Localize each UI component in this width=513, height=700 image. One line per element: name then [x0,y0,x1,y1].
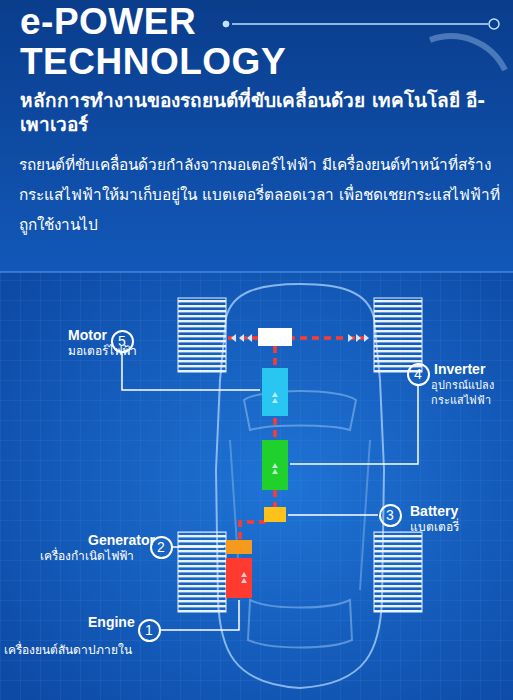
axle-arrows [231,334,369,342]
callout-circle: 2 [150,536,173,559]
header-text: รถยนต์ที่ขับเคลื่อนด้วยกำลังจากมอเตอร์ไฟ… [19,150,509,240]
part-name: Motor [68,327,107,343]
generator-block [226,540,252,554]
flow-arrows [241,392,278,583]
callout-circle: 5 [111,330,134,353]
battery-block [264,507,286,522]
callout-circle: 3 [379,504,402,527]
part-name: Engine [88,614,135,630]
engine-block [226,558,252,598]
callout-number: 1 [145,623,153,637]
part-name: Inverter [434,361,485,377]
header-band [0,0,513,272]
part-name-thai: แบตเตอรี่ [410,520,459,534]
callout-number: 3 [386,508,394,522]
title: e-POWER TECHNOLOGY [20,2,320,82]
part-name: Battery [410,503,458,519]
part-name-thai: เครื่องกำเนิดไฟฟ้า [40,549,134,563]
part-name-thai: เครื่องยนต์สันดาปภายใน [4,643,132,657]
callout-circle: 1 [138,619,161,642]
callout-number: 4 [414,367,422,381]
header-text: หลักการทำงานของรถยนต์ที่ขับเคลื่อนด้วย เ… [20,88,505,136]
part-name: Generator [88,532,155,548]
motor-block [262,368,288,416]
reduction-gear [258,328,292,346]
callout-number: 2 [157,540,165,554]
leader-lines [122,352,418,630]
diagram-ground [0,272,513,700]
grid [0,272,513,700]
callout-number: 5 [118,334,126,348]
part-name-thai: อุปกรณ์แปลง กระแสไฟฟ้า [431,378,509,408]
inverter-block [262,440,288,490]
wheels [178,298,422,612]
divider [0,272,513,273]
power-path [228,338,372,540]
callout-circle: 4 [407,363,430,386]
car-outline [216,284,384,688]
